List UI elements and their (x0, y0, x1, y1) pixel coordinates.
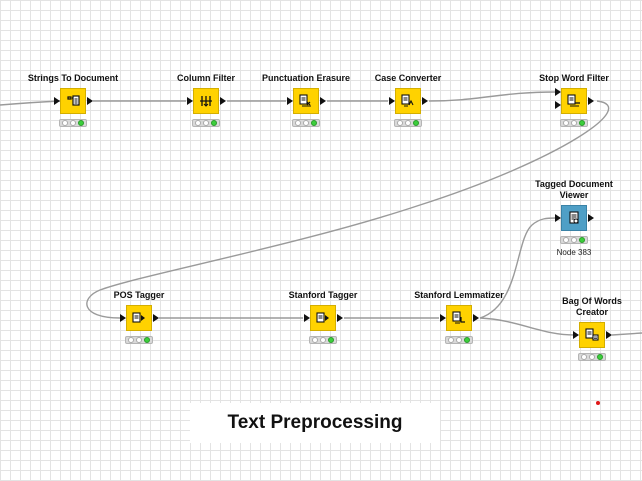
output-port[interactable] (422, 97, 428, 105)
text-process-icon[interactable] (395, 88, 421, 114)
status-light (136, 337, 142, 343)
text-process-icon[interactable] (561, 88, 587, 114)
input-port[interactable] (389, 97, 395, 105)
input-port[interactable] (440, 314, 446, 322)
connection-case-to-stop-word (428, 91, 556, 102)
status-light (320, 337, 326, 343)
input-port[interactable] (555, 88, 561, 96)
output-port[interactable] (588, 97, 594, 105)
connection-lemmatizer-to-bag-of-words (479, 317, 576, 336)
status-light (203, 120, 209, 126)
text-process-icon[interactable] (446, 305, 472, 331)
input-port[interactable] (120, 314, 126, 322)
document-viewer-icon[interactable] (561, 205, 587, 231)
node-label: Strings To Document (27, 73, 119, 83)
node-status-indicator (309, 336, 337, 344)
status-light-executed (597, 354, 603, 360)
status-light (303, 120, 309, 126)
connection-input-to-strings (0, 100, 61, 106)
output-port[interactable] (606, 331, 612, 339)
connection-stop-word-to-pos-tagger (86, 100, 610, 319)
status-light-executed (328, 337, 334, 343)
text-process-icon[interactable] (293, 88, 319, 114)
tagger-icon[interactable] (126, 305, 152, 331)
status-light (581, 354, 587, 360)
status-light (397, 120, 403, 126)
status-light-executed (579, 237, 585, 243)
workflow-annotation[interactable]: Text Preprocessing (190, 403, 440, 443)
connection-bag-of-words-out (611, 332, 642, 336)
input-port[interactable] (287, 97, 293, 105)
status-light (563, 237, 569, 243)
document-convert-icon[interactable] (60, 88, 86, 114)
input-port[interactable] (555, 214, 561, 222)
output-port[interactable] (588, 214, 594, 222)
optional-input-port[interactable] (555, 101, 561, 109)
node-label: Stanford Tagger (288, 290, 358, 300)
node-label: Bag Of Words Creator (562, 296, 622, 317)
node-label: POS Tagger (113, 290, 165, 300)
node-status-indicator (292, 119, 320, 127)
output-port[interactable] (87, 97, 93, 105)
status-light (571, 120, 577, 126)
status-light (448, 337, 454, 343)
node-label: Stanford Lemmatizer (414, 290, 504, 300)
status-light (128, 337, 134, 343)
node-status-indicator (192, 119, 220, 127)
status-light (312, 337, 318, 343)
status-light-executed (464, 337, 470, 343)
column-filter-icon[interactable] (193, 88, 219, 114)
output-port[interactable] (320, 97, 326, 105)
status-light-executed (144, 337, 150, 343)
input-port[interactable] (187, 97, 193, 105)
status-light-executed (579, 120, 585, 126)
status-light-executed (311, 120, 317, 126)
node-status-indicator (125, 336, 153, 344)
status-light (571, 237, 577, 243)
node-id-label: Node 383 (556, 248, 592, 257)
output-port[interactable] (153, 314, 159, 322)
status-light (589, 354, 595, 360)
status-light (405, 120, 411, 126)
input-port[interactable] (304, 314, 310, 322)
node-status-indicator (578, 353, 606, 361)
input-port[interactable] (54, 97, 60, 105)
bag-of-words-icon[interactable] (579, 322, 605, 348)
input-port[interactable] (573, 331, 579, 339)
connection-lemmatizer-to-viewer (479, 217, 556, 319)
tagger-icon[interactable] (310, 305, 336, 331)
node-status-indicator (394, 119, 422, 127)
output-port[interactable] (220, 97, 226, 105)
output-port[interactable] (473, 314, 479, 322)
status-light-executed (413, 120, 419, 126)
status-light-executed (211, 120, 217, 126)
node-label: Tagged Document Viewer (535, 179, 613, 200)
node-label: Punctuation Erasure (261, 73, 351, 83)
node-status-indicator (59, 119, 87, 127)
node-label: Column Filter (177, 73, 235, 83)
status-light (563, 120, 569, 126)
status-light-executed (78, 120, 84, 126)
status-light (70, 120, 76, 126)
node-label: Stop Word Filter (539, 73, 609, 83)
status-light (295, 120, 301, 126)
status-light (195, 120, 201, 126)
output-port[interactable] (337, 314, 343, 322)
status-light (456, 337, 462, 343)
node-status-indicator (560, 236, 588, 244)
red-marker-dot (596, 401, 600, 405)
node-label: Case Converter (374, 73, 442, 83)
status-light (62, 120, 68, 126)
node-status-indicator (445, 336, 473, 344)
node-status-indicator (560, 119, 588, 127)
